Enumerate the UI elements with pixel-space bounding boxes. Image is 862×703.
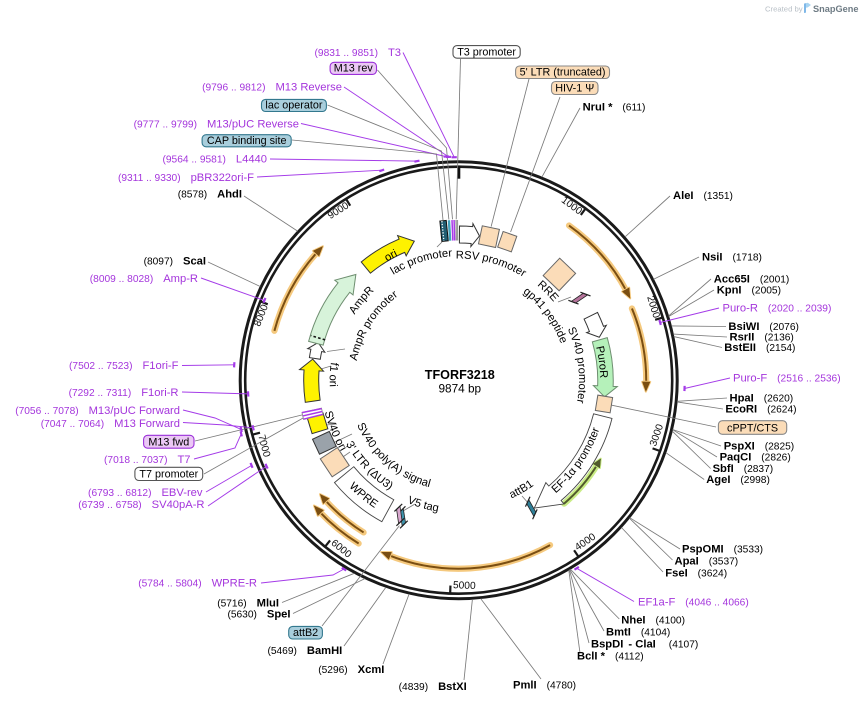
- svg-text:(4839) BstXI: (4839) BstXI: [399, 681, 467, 693]
- svg-text:Puro-F (2516 .. 2536): Puro-F (2516 .. 2536): [733, 373, 841, 385]
- svg-text:HIV-1 Ψ: HIV-1 Ψ: [555, 83, 594, 95]
- svg-text:KpnI (2005): KpnI (2005): [717, 285, 781, 297]
- svg-text:M13 rev: M13 rev: [334, 63, 374, 75]
- svg-text:ApaI (3537): ApaI (3537): [675, 556, 739, 568]
- svg-text:(5469) BamHI: (5469) BamHI: [267, 645, 342, 657]
- svg-text:AgeI (2998): AgeI (2998): [706, 474, 770, 486]
- svg-text:Created by: Created by: [765, 5, 803, 14]
- svg-text:(5784 .. 5804) WPRE-R: (5784 .. 5804) WPRE-R: [138, 578, 257, 590]
- svg-text:(7502 .. 7523) F1ori-F: (7502 .. 7523) F1ori-F: [69, 360, 179, 372]
- svg-text:M13 fwd: M13 fwd: [148, 436, 189, 448]
- svg-text:attB2: attB2: [293, 627, 318, 639]
- svg-text:EF1a-F (4046 .. 4066): EF1a-F (4046 .. 4066): [638, 597, 749, 609]
- svg-text:PspXI (2825): PspXI (2825): [724, 441, 795, 453]
- svg-text:PaqCI (2826): PaqCI (2826): [720, 452, 791, 464]
- svg-text:5' LTR (truncated): 5' LTR (truncated): [520, 67, 606, 79]
- svg-text:(9777 .. 9799) M13/pUC Rever: (9777 .. 9799) M13/pUC Reverse: [134, 119, 299, 131]
- svg-text:NruI * (611): NruI * (611): [583, 102, 646, 114]
- svg-text:RsrII (2136): RsrII (2136): [730, 332, 794, 344]
- svg-text:PuroR: PuroR: [593, 345, 609, 378]
- svg-text:T3 promoter: T3 promoter: [457, 46, 516, 58]
- svg-text:AleI (1351): AleI (1351): [673, 190, 733, 202]
- svg-text:(5630) SpeI: (5630) SpeI: [227, 609, 290, 621]
- svg-text:(8009 .. 8028) Amp-R: (8009 .. 8028) Amp-R: [90, 273, 198, 285]
- svg-text:SnapGene: SnapGene: [813, 4, 858, 14]
- svg-text:EcoRI (2624): EcoRI (2624): [725, 404, 796, 416]
- svg-text:SbfI (2837): SbfI (2837): [713, 463, 774, 475]
- svg-text:FseI (3624): FseI (3624): [665, 568, 727, 580]
- svg-text:TFORF3218: TFORF3218: [425, 368, 495, 382]
- svg-text:BclI * (4112): BclI * (4112): [577, 651, 644, 663]
- svg-text:NheI (4100): NheI (4100): [621, 615, 685, 627]
- svg-text:(7018 .. 7037) T7: (7018 .. 7037) T7: [104, 454, 190, 466]
- svg-text:Puro-R (2020 .. 2039): Puro-R (2020 .. 2039): [723, 303, 832, 315]
- svg-text:(7292 .. 7311) F1ori-R: (7292 .. 7311) F1ori-R: [69, 387, 179, 399]
- svg-text:(8097) ScaI: (8097) ScaI: [144, 256, 206, 268]
- svg-text:BmtI (4104): BmtI (4104): [606, 627, 670, 639]
- svg-text:HpaI (2620): HpaI (2620): [730, 393, 794, 405]
- svg-text:5000: 5000: [453, 580, 476, 592]
- svg-text:(8578) AhdI: (8578) AhdI: [178, 189, 242, 201]
- svg-text:(6793 .. 6812) EBV-rev: (6793 .. 6812) EBV-rev: [88, 487, 203, 499]
- svg-text:CAP binding site: CAP binding site: [207, 135, 287, 147]
- svg-text:(5716) MluI: (5716) MluI: [217, 598, 279, 610]
- svg-text:BspDI - ClaI (4107): BspDI - ClaI (4107): [591, 639, 698, 651]
- svg-text:T7 promoter: T7 promoter: [139, 469, 198, 481]
- svg-text:PmlI (4780): PmlI (4780): [513, 680, 576, 692]
- svg-text:(7047 .. 7064) M13 Forward: (7047 .. 7064) M13 Forward: [41, 418, 180, 430]
- svg-text:BsiWI (2076): BsiWI (2076): [728, 321, 799, 333]
- svg-text:Acc65I (2001): Acc65I (2001): [714, 274, 790, 286]
- svg-text:(9831 .. 9851) T3: (9831 .. 9851) T3: [315, 47, 401, 59]
- svg-text:f1 ori: f1 ori: [327, 362, 340, 387]
- svg-text:9874 bp: 9874 bp: [438, 382, 481, 396]
- svg-text:(9564 .. 9581) L4440: (9564 .. 9581) L4440: [162, 154, 267, 166]
- svg-text:(9796 .. 9812) M13 Reverse: (9796 .. 9812) M13 Reverse: [202, 82, 342, 94]
- svg-text:(6739 .. 6758) SV40pA-R: (6739 .. 6758) SV40pA-R: [78, 499, 204, 511]
- svg-text:(5296) XcmI: (5296) XcmI: [318, 664, 384, 676]
- svg-text:NsiI (1718): NsiI (1718): [702, 252, 762, 264]
- svg-text:cPPT/CTS: cPPT/CTS: [727, 423, 778, 435]
- svg-text:lac operator: lac operator: [265, 100, 322, 112]
- svg-text:(7056 .. 7078) M13/pUC Forwa: (7056 .. 7078) M13/pUC Forward: [15, 405, 180, 417]
- svg-text:BstEII (2154): BstEII (2154): [724, 342, 795, 354]
- svg-text:PspOMI (3533): PspOMI (3533): [682, 544, 763, 556]
- svg-text:(9311 .. 9330) pBR322ori-F: (9311 .. 9330) pBR322ori-F: [118, 172, 254, 184]
